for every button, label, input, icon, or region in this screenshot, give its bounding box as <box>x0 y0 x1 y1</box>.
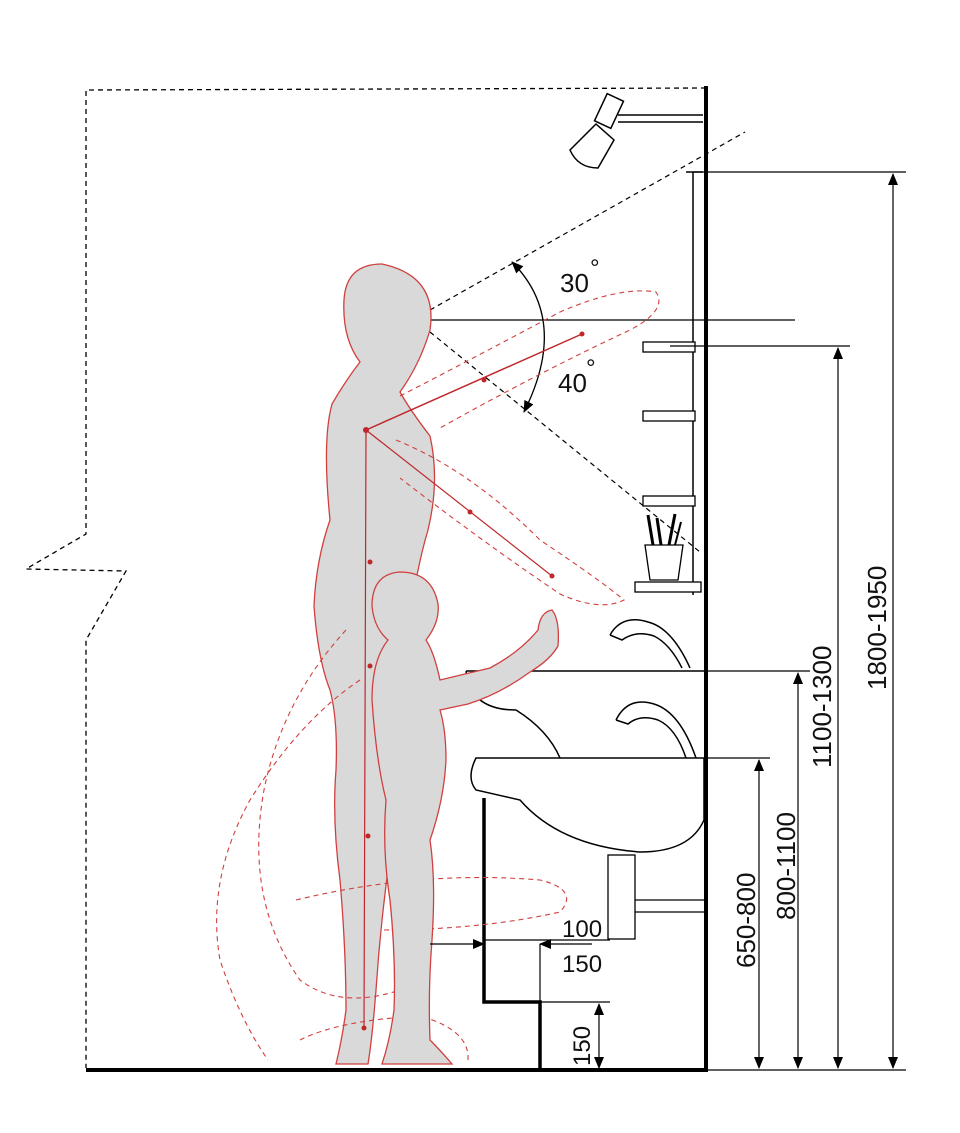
dim-recess-depth-top-label: 100 <box>562 916 602 943</box>
dim-adult-basin-label: 650-800 <box>731 873 761 968</box>
shelf-unit <box>634 171 703 595</box>
dim-child-basin-label: 800-1100 <box>771 812 801 920</box>
sight-lines <box>429 131 795 553</box>
angle-labels: 30 ° 40 ° <box>558 255 600 398</box>
adult-figure <box>313 263 585 1065</box>
dim-recess-height-label: 150 <box>569 1026 596 1066</box>
faucet-icon <box>615 701 697 759</box>
child-figure <box>371 571 560 1065</box>
dim-mirror-top-label: 1800-1950 <box>862 566 892 690</box>
angle-upper-degree: ° <box>590 255 600 282</box>
dimension-lines <box>430 171 906 1071</box>
adult-basin <box>470 757 705 1070</box>
angle-lower-label: 40 <box>558 368 587 398</box>
room-outline <box>23 86 708 1072</box>
dim-shelf-height-label: 1100-1300 <box>807 646 837 768</box>
lamp-icon <box>569 92 703 169</box>
dim-recess-depth-bottom-label: 150 <box>562 951 602 978</box>
angle-upper-label: 30 <box>560 268 589 298</box>
dimension-labels: 1800-1950 1100-1300 800-1100 650-800 100… <box>562 566 892 1066</box>
angle-lower-degree: ° <box>586 355 596 382</box>
toothbrush-cup-icon <box>644 513 684 581</box>
